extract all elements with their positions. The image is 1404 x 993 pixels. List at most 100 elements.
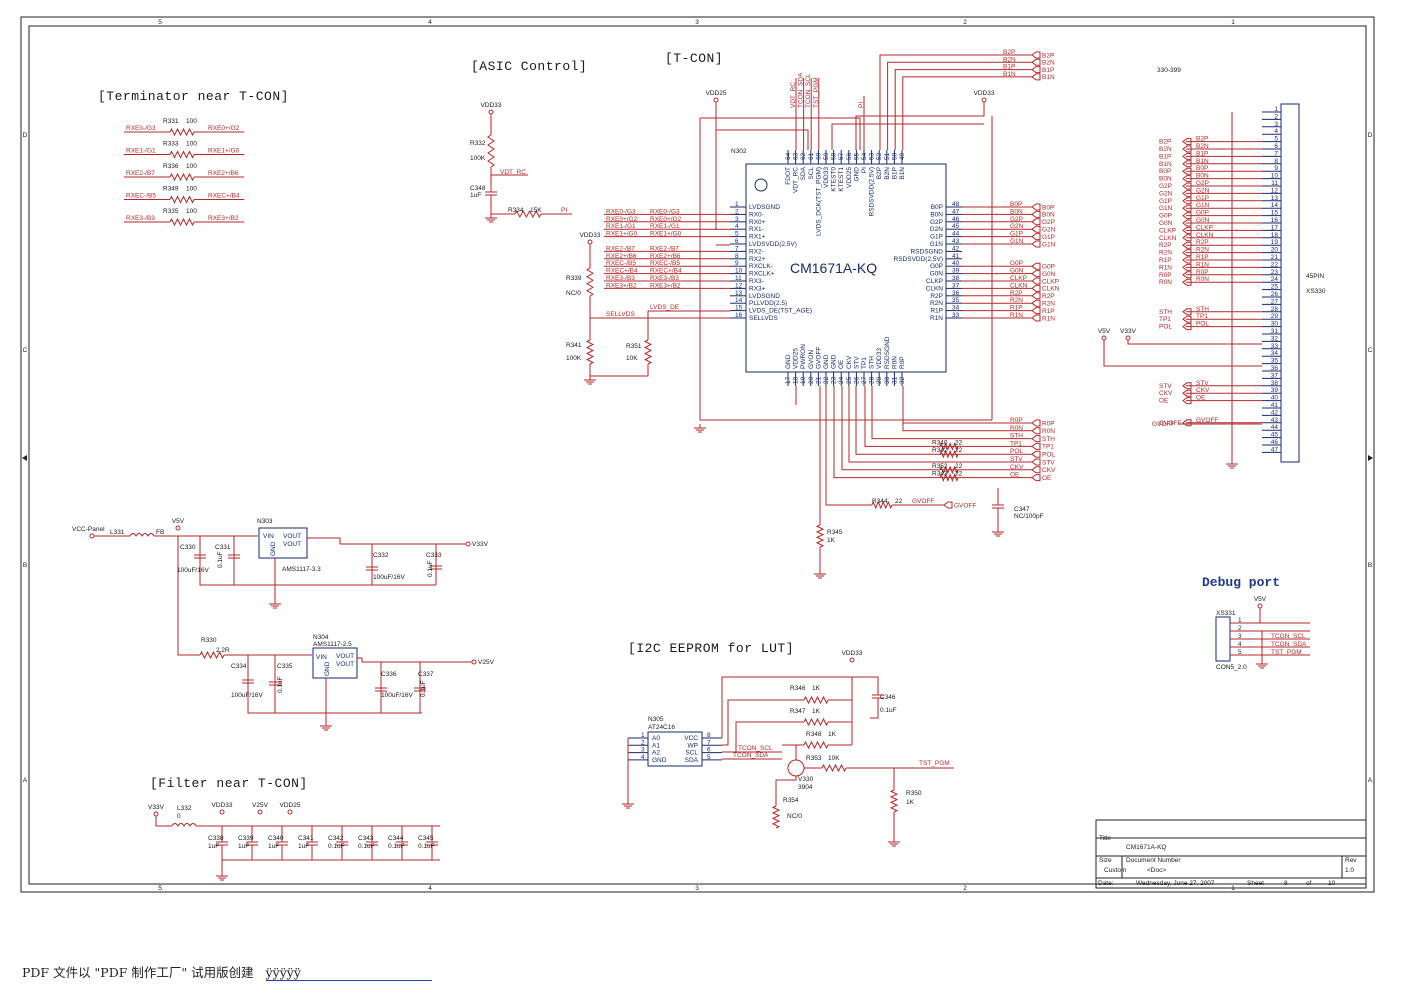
pin-name: GVOFF [815, 347, 822, 369]
net-label: POL [1010, 448, 1023, 455]
n305-eeprom-body [647, 731, 703, 767]
net-label: TCON_SCL [1271, 633, 1306, 640]
cap-value: 0.1uF [358, 843, 375, 850]
net-port-label: OE [1042, 475, 1052, 482]
cap-value: 1uF [268, 843, 279, 850]
net-port-icon [1182, 397, 1192, 405]
sheet-total: 10 [1328, 880, 1336, 887]
pin-number: 27 [1271, 298, 1279, 305]
net-port-label: G2P [1042, 219, 1055, 226]
pin-number: 28 [1271, 306, 1279, 313]
pin-number: 9 [735, 260, 739, 267]
cap-ref: C345 [418, 835, 434, 842]
power-port-icon [175, 525, 181, 531]
row-marker: D [1368, 132, 1373, 139]
net-port-icon [1031, 218, 1041, 226]
wire [833, 386, 1032, 479]
pin-number: 25 [1271, 284, 1279, 291]
net-label: G2P [1010, 216, 1023, 223]
pin-number: 16 [735, 312, 743, 319]
pin-number: 13 [735, 290, 743, 297]
wire [247, 655, 422, 714]
power-label: VDD25 [280, 802, 301, 809]
pin-number: 32 [1271, 335, 1279, 342]
pin-number: 19 [1271, 239, 1279, 246]
footer-link[interactable]: ÿÿÿÿÿ [265, 965, 432, 981]
net-label: G0N [1196, 217, 1210, 224]
net-label: CLKN [1196, 232, 1214, 239]
tcon-chip-name: CM1671A-KQ [790, 260, 877, 276]
r346-resistor [803, 695, 829, 705]
row-marker: B [23, 562, 27, 569]
net-label: STV [1196, 380, 1209, 387]
net-label: OE [1010, 472, 1020, 479]
pin-number: 26 [1271, 291, 1279, 298]
net-port-icon [1182, 249, 1192, 257]
power-label: V33V [1120, 328, 1137, 335]
pin-name: SDA [685, 757, 699, 764]
pin-number: 11 [1271, 180, 1278, 187]
power-port-icon [1101, 335, 1107, 341]
pin-number: 1 [1238, 617, 1242, 624]
net-port-icon [1182, 419, 1192, 427]
r341-resistor [585, 339, 595, 365]
net-label: RXE2-/B7 [650, 245, 679, 252]
cap-value: 0.1uF [388, 843, 405, 850]
column-marker: 2 [963, 19, 967, 26]
resistor-value: 100 [186, 208, 197, 215]
net-label: CLKN [1010, 282, 1028, 289]
wire [721, 676, 853, 745]
net-label: R0P [1010, 417, 1023, 424]
pin-number: 1 [641, 732, 645, 739]
power-port-icon [257, 809, 263, 815]
pin-number: 31 [891, 376, 898, 384]
r345-resistor [815, 524, 825, 548]
title-value: CM1671A-KQ [1126, 844, 1166, 851]
net-port-icon [1182, 315, 1192, 323]
pin-name: G0P [930, 263, 943, 270]
ferrite-bead-icon [129, 533, 155, 537]
r344-resistor [871, 500, 893, 510]
net-port-icon [1031, 419, 1041, 427]
net-label: G2P [1196, 180, 1209, 187]
net-port-icon [1031, 442, 1041, 450]
pin-number: 2 [641, 739, 645, 746]
wire [357, 657, 472, 663]
resistor-value: 1K [812, 685, 821, 692]
net-port-icon [1031, 73, 1041, 81]
power-label: V25V [478, 659, 495, 666]
net-label: TP1 [1159, 316, 1171, 323]
cap-ref: C347 [1014, 506, 1030, 513]
wire [589, 364, 648, 377]
net-label: G1N [1010, 238, 1024, 245]
pin-number: 36 [1271, 365, 1279, 372]
pin-number: 59 [823, 152, 830, 160]
pin-name: GND [831, 354, 838, 369]
inductor-value: 0 [177, 813, 181, 820]
tcon-chip-ref: N302 [731, 148, 747, 155]
pin-name: GND [652, 757, 667, 764]
net-port-label: G1P [1042, 234, 1055, 241]
pin-name: G1P [930, 234, 943, 241]
pin-number: 12 [735, 282, 743, 289]
footer-text: PDF 文件以 "PDF 制作工厂" 试用版创建 [22, 965, 254, 980]
cap-ref: C330 [180, 544, 196, 551]
net-port-icon [1031, 307, 1041, 315]
cap-ref: C333 [426, 552, 442, 559]
cap-value: 0.1uF [217, 551, 224, 568]
pin-name: FDOT [785, 167, 792, 185]
resistor-value: 22 [955, 447, 963, 454]
net-label: G0P [1196, 210, 1209, 217]
wire [894, 69, 1032, 150]
r332-resistor [487, 134, 495, 168]
pin-name: GVON [808, 350, 815, 369]
net-label: R2N [1196, 247, 1209, 254]
pin-name: A2 [652, 750, 660, 757]
pin-number: 47 [952, 208, 960, 215]
net-label: TP1 [1010, 440, 1022, 447]
net-label: G0P [1159, 213, 1172, 220]
wire [831, 123, 984, 150]
cap-ref: C341 [298, 835, 314, 842]
net-label: R2N [1010, 297, 1023, 304]
connector-ref: XS330 [1306, 288, 1326, 295]
